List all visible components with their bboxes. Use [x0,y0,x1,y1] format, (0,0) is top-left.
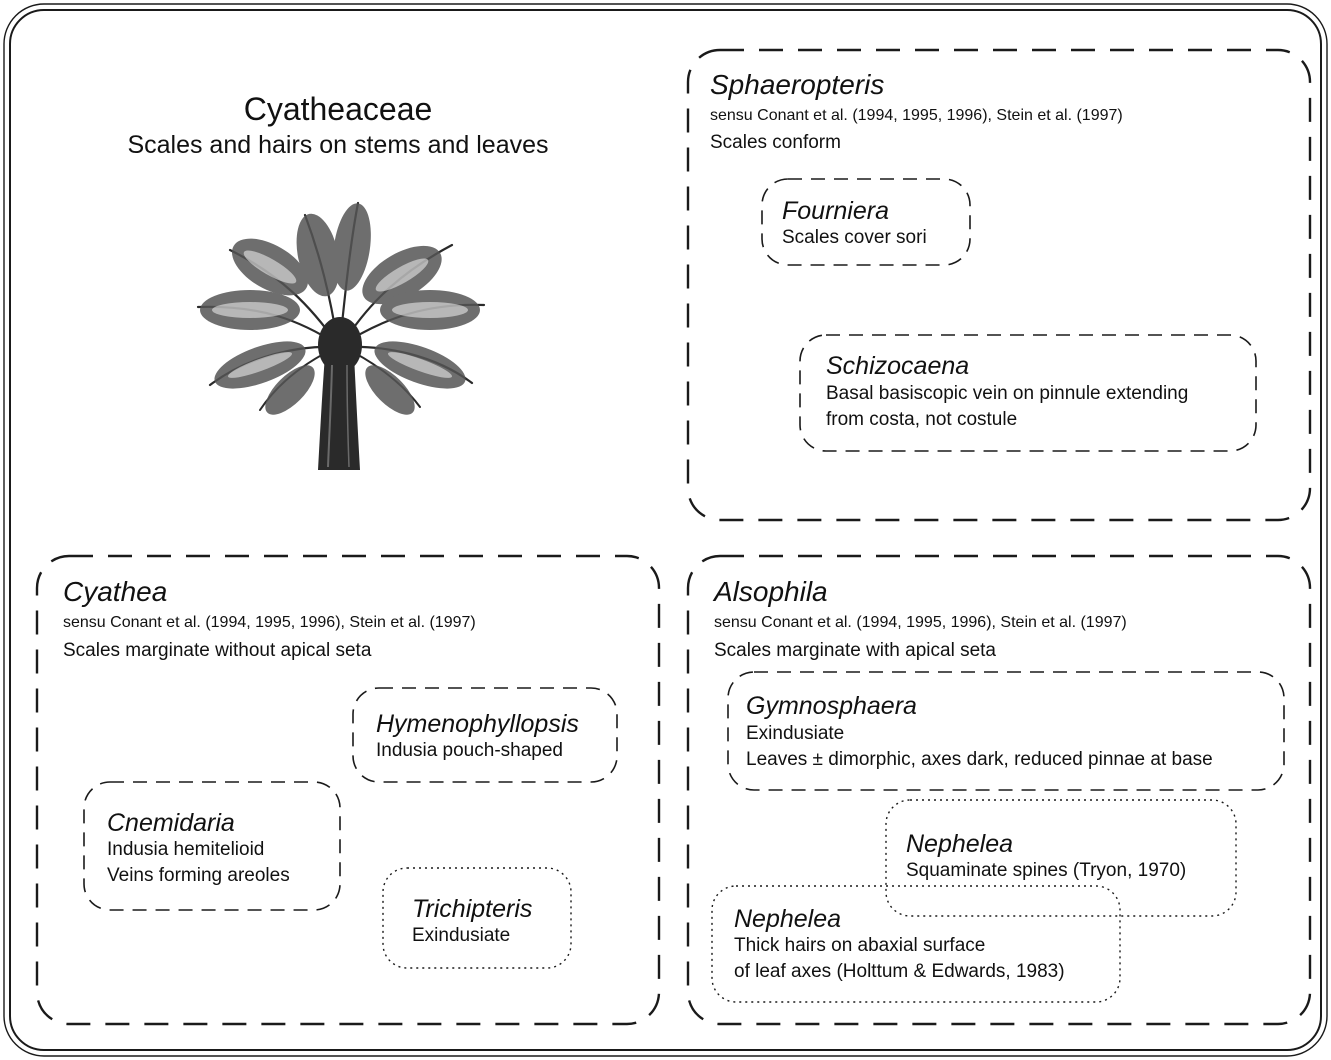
nephelea-holttum-trait-line1: Thick hairs on abaxial surface [734,935,986,956]
fourniera-trait: Scales cover sori [782,227,927,248]
nephelea-holttum-name: Nephelea [734,905,842,933]
sphaeropteris-citation: sensu Conant et al. (1994, 1995, 1996), … [710,107,1123,124]
tree-fern-icon [196,201,486,470]
cnemidaria-name: Cnemidaria [107,809,235,837]
gymnosphaera-trait-line1: Exindusiate [746,723,845,744]
fourniera-name: Fourniera [782,197,889,225]
sphaeropteris-trait: Scales conform [710,132,841,153]
schizocaena-name: Schizocaena [826,352,970,380]
nephelea-tryon-trait: Squaminate spines (Tryon, 1970) [906,860,1187,881]
hymenophyllopsis-trait: Indusia pouch-shaped [376,740,563,761]
diagram-title: Cyatheaceae [243,91,433,127]
gymnosphaera-trait-line2: Leaves ± dimorphic, axes dark, reduced p… [746,749,1213,770]
alsophila-name: Alsophila [714,576,828,607]
cnemidaria-trait-line2: Veins forming areoles [107,865,290,886]
cyathea-citation: sensu Conant et al. (1994, 1995, 1996), … [63,614,476,631]
cyathea-name: Cyathea [63,576,168,607]
cyathea-trait: Scales marginate without apical seta [63,640,372,661]
sphaeropteris-name: Sphaeropteris [710,69,885,100]
gymnosphaera-name: Gymnosphaera [746,692,917,720]
hymenophyllopsis-name: Hymenophyllopsis [376,710,579,738]
alsophila-citation: sensu Conant et al. (1994, 1995, 1996), … [714,614,1127,631]
cnemidaria-trait-line1: Indusia hemitelioid [107,839,265,860]
nephelea-tryon-name: Nephelea [906,830,1014,858]
schizocaena-trait-line1: Basal basiscopic vein on pinnule extendi… [826,383,1189,404]
diagram-subtitle: Scales and hairs on stems and leaves [127,131,549,159]
schizocaena-trait-line2: from costa, not costule [826,409,1018,430]
trichipteris-trait: Exindusiate [412,925,511,946]
alsophila-trait: Scales marginate with apical seta [714,640,996,661]
nephelea-holttum-trait-line2: of leaf axes (Holttum & Edwards, 1983) [734,961,1065,982]
trichipteris-name: Trichipteris [412,895,533,923]
